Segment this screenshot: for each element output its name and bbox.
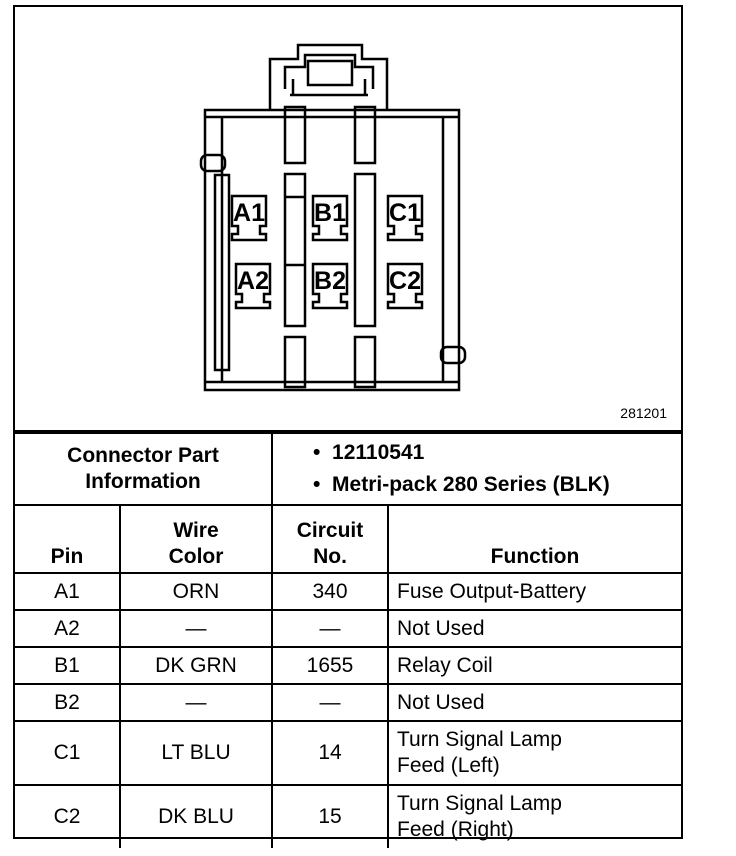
pin-label-a2: A2 (237, 267, 269, 295)
pin-label-b2: B2 (314, 267, 346, 295)
left-rail (213, 173, 231, 372)
side-clip-right (439, 345, 467, 365)
latch-outer (268, 43, 389, 110)
terminal-cavity-c1 (386, 194, 424, 242)
header-function: Function (387, 504, 681, 574)
pin-label-c2: C2 (389, 267, 421, 295)
connector-info-label: Connector Part Information (15, 432, 273, 506)
header-pin: Pin (15, 504, 121, 574)
divider-right (353, 172, 377, 328)
pin-label-b1: B1 (314, 199, 346, 227)
slot-bottom-1 (283, 335, 307, 389)
connector-body (203, 108, 461, 392)
table-row: B1 DK GRN 1655 Relay Coil (15, 646, 681, 685)
pin-label-c1: C1 (389, 199, 421, 227)
connector-info-values: • 12110541 • Metri-pack 280 Series (BLK) (271, 432, 681, 506)
terminal-cavity-a2 (234, 262, 272, 310)
terminal-cavity-b2 (311, 262, 349, 310)
table-row: A1 ORN 340 Fuse Output-Battery (15, 572, 681, 611)
connector-figure: A1 B1 C1 A2 B2 C2 281201 Connector Part … (13, 5, 683, 848)
divider-left (283, 172, 307, 328)
connector-table: Connector Part Information • 12110541 • … (15, 432, 681, 848)
table-row: B2 — — Not Used (15, 683, 681, 722)
terminal-cavity-a1 (230, 194, 268, 242)
slot-top-2 (353, 105, 377, 165)
terminal-cavity-b1 (311, 194, 349, 242)
connector-info-row: Connector Part Information • 12110541 • … (15, 432, 681, 506)
figure-id: 281201 (620, 405, 667, 421)
pin-label-a1: A1 (233, 199, 265, 227)
latch-tab (306, 59, 354, 87)
connector-diagram: A1 B1 C1 A2 B2 C2 281201 (15, 7, 681, 432)
connector-face-drawing: A1 B1 C1 A2 B2 C2 (199, 43, 467, 392)
slot-top-1 (283, 105, 307, 165)
part-number: • 12110541 (313, 441, 425, 464)
side-clip-left (199, 153, 227, 173)
terminal-cavity-c2 (386, 262, 424, 310)
latch-hook (290, 79, 368, 97)
table-row: A2 — — Not Used (15, 609, 681, 648)
latch-inner (283, 53, 375, 89)
slot-bottom-2 (353, 335, 377, 389)
series: • Metri-pack 280 Series (BLK) (313, 473, 610, 496)
